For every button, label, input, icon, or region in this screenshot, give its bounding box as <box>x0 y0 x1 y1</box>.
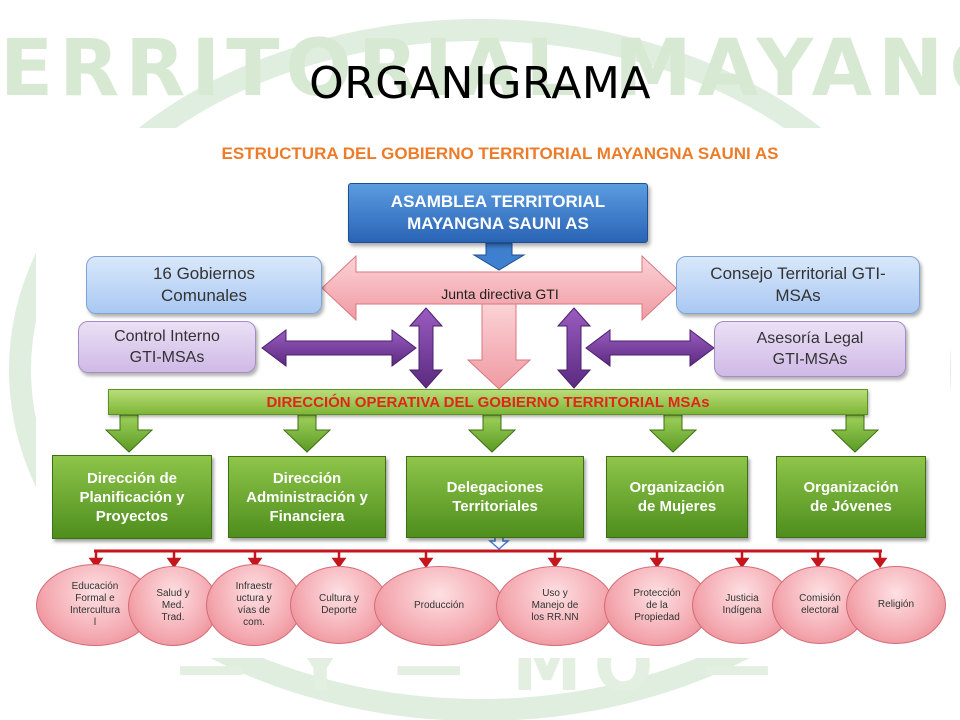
area-line: Deporte <box>321 605 357 616</box>
area-line: Protección <box>633 588 681 599</box>
internal-control-box: Control Interno GTI-MSAs <box>78 321 256 373</box>
area-line: Educación <box>71 581 119 592</box>
operational-direction-label: DIRECCIÓN OPERATIVA DEL GOBIERNO TERRITO… <box>266 393 710 411</box>
area-line: Propiedad <box>634 612 680 623</box>
department-line: de Jóvenes <box>810 498 892 515</box>
area-line: Cultura y <box>318 593 359 604</box>
department-box: Organización de Jóvenes <box>776 456 926 538</box>
green-arrows <box>104 414 880 453</box>
legal-advisory-box: Asesoría Legal GTI-MSAs <box>714 321 906 377</box>
communal-governments-box: 16 Gobiernos Comunales <box>86 256 322 314</box>
right-vertical-arrow <box>556 307 592 389</box>
communal-governments-line1: 16 Gobiernos <box>152 264 256 283</box>
department-box: Dirección Administración y Financiera <box>228 456 386 538</box>
assembly-line2: MAYANGNA SAUNI AS <box>407 214 589 233</box>
area-oval: Comisión electoral <box>772 566 868 644</box>
slide-title: ORGANIGRAMA <box>309 58 651 109</box>
area-line: electoral <box>801 605 839 616</box>
area-oval: Producción <box>374 566 504 646</box>
area-oval: Religión <box>846 566 946 644</box>
legal-advisory-line1: Asesoría Legal <box>756 330 864 347</box>
area-line: Intercultura <box>69 605 121 616</box>
area-line: Trad. <box>161 612 185 623</box>
left-horizontal-arrow <box>261 329 417 367</box>
area-line: Justicia <box>725 593 759 604</box>
area-line: Comisión <box>799 593 841 604</box>
department-box: Dirección de Planificación y Proyectos <box>52 455 212 539</box>
right-horizontal-arrow <box>585 329 715 367</box>
green-arrow-1 <box>104 414 154 453</box>
internal-control-line1: Control Interno <box>114 328 220 345</box>
area-line: Producción <box>413 600 465 611</box>
junta-down-arrow <box>466 303 532 390</box>
territorial-council-box: Consejo Territorial GTI- MSAs <box>676 256 920 314</box>
communal-governments-line2: Comunales <box>160 286 247 305</box>
area-line: Uso y <box>542 588 568 599</box>
area-oval: Uso y Manejo de los RR.NN <box>496 566 614 646</box>
assembly-line1: ASAMBLEA TERRITORIAL <box>390 192 606 211</box>
area-line: Med. <box>161 600 185 611</box>
junta-label: Junta directiva GTI <box>441 286 559 302</box>
area-line: Manejo de <box>531 600 579 611</box>
assembly-down-arrow <box>472 242 526 271</box>
area-oval: Educación Formal e Intercultura l <box>36 564 154 646</box>
area-line: de la <box>646 600 668 611</box>
green-arrow-4 <box>648 414 698 453</box>
legal-advisory-line2: GTI-MSAs <box>772 351 848 368</box>
department-line: Dirección de <box>86 469 177 487</box>
area-line: Religión <box>877 599 915 610</box>
department-line: Administración y <box>246 488 368 506</box>
department-line: Delegaciones <box>446 479 544 496</box>
area-line: l <box>93 617 97 628</box>
area-line: com. <box>243 617 265 628</box>
area-oval: Cultura y Deporte <box>290 566 388 644</box>
area-line: Salud y <box>156 588 190 599</box>
area-line: Indígena <box>722 605 762 616</box>
area-line: Infraestr <box>235 581 273 592</box>
area-line: vías de <box>237 605 271 616</box>
watermark-text: TERRITORIAL MAYANG <box>0 24 960 114</box>
department-line: Planificación y <box>79 488 185 506</box>
internal-control-line2: GTI-MSAs <box>129 349 205 366</box>
territorial-council-line1: Consejo Territorial GTI- <box>710 264 886 283</box>
department-box: Organización de Mujeres <box>606 456 748 538</box>
department-line: Organización <box>803 479 899 496</box>
territorial-council-line2: MSAs <box>775 286 821 305</box>
area-oval: Infraestr uctura y vías de com. <box>206 564 302 646</box>
area-oval: Salud y Med. Trad. <box>128 566 218 646</box>
area-line: los RR.NN <box>531 612 579 623</box>
department-box: Delegaciones Territoriales <box>406 456 584 538</box>
area-line: Formal e <box>75 593 115 604</box>
department-line: Dirección <box>272 469 342 487</box>
area-connector-drops <box>88 551 888 569</box>
department-line: Proyectos <box>95 507 169 525</box>
left-vertical-arrow <box>408 307 444 389</box>
green-arrow-2 <box>282 414 332 453</box>
area-line: uctura y <box>236 593 272 604</box>
chart-heading: ESTRUCTURA DEL GOBIERNO TERRITORIAL MAYA… <box>221 144 779 163</box>
green-arrow-3 <box>467 414 517 453</box>
department-line: de Mujeres <box>637 498 717 515</box>
department-line: Organización <box>629 479 725 496</box>
assembly-box: ASAMBLEA TERRITORIAL MAYANGNA SAUNI AS <box>348 183 648 243</box>
operational-direction-bar: DIRECCIÓN OPERATIVA DEL GOBIERNO TERRITO… <box>108 389 868 415</box>
department-line: Territoriales <box>452 498 538 515</box>
department-line: Financiera <box>269 507 345 525</box>
green-arrow-5 <box>830 414 880 453</box>
